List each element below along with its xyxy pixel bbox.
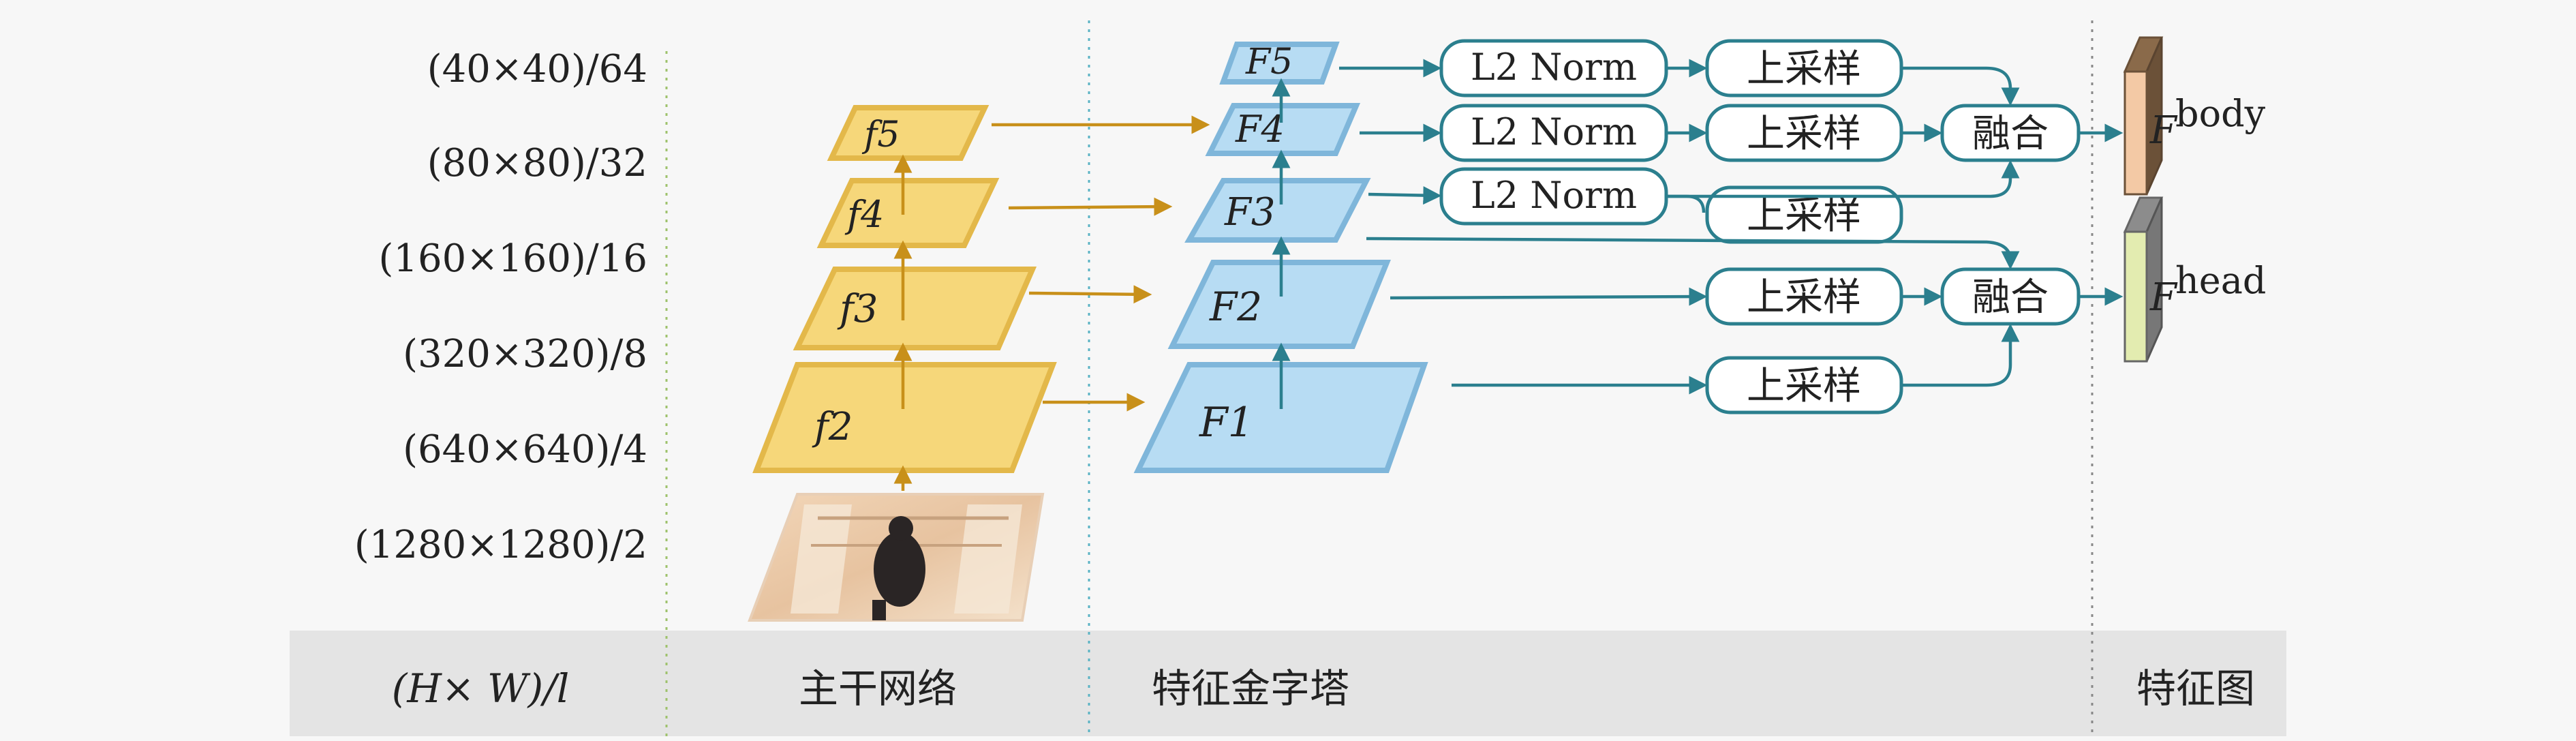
upsample-label-2: 上采样 (1747, 112, 1861, 156)
scale-label-16: (160×160)/16 (378, 237, 647, 281)
upsample-label-5: 上采样 (1747, 364, 1861, 408)
arrow-F3-l2norm (1368, 186, 1442, 205)
backbone-layer-f5 (827, 105, 990, 161)
scale-label-8: (320×320)/8 (403, 332, 647, 376)
arrow-l2norm3-fuse (1666, 160, 2020, 198)
upsample-label-4: 上采样 (1747, 275, 1861, 320)
label-F3: F3 (1224, 190, 1275, 235)
label-f3: f3 (837, 287, 878, 331)
label-F4: F4 (1235, 108, 1285, 151)
output-head-base: F (2149, 275, 2178, 320)
l2norm-label-2: L2 Norm (1471, 110, 1637, 153)
pyramid-layer-F3 (1184, 178, 1371, 243)
fuse-label-body: 融合 (1972, 112, 2049, 156)
footer-axis-label: (H× W)/l (392, 665, 570, 712)
fuse-label-head: 融合 (1972, 275, 2049, 320)
scale-label-32: (80×80)/32 (427, 141, 647, 185)
scale-label-64: (40×40)/64 (427, 47, 647, 91)
arrow-upsample3-fusehead (1366, 237, 2020, 270)
footer-pyramid-label: 特征金字塔 (1152, 665, 1349, 712)
arrow-f4-F3 (1008, 197, 1173, 216)
feature-map-block-body (2123, 36, 2164, 196)
l2norm-label-1: L2 Norm (1471, 46, 1637, 89)
scale-label-2: (1280×1280)/2 (354, 523, 647, 567)
backbone-layer-f2 (752, 362, 1057, 473)
upsample-label-3: 上采样 (1747, 194, 1861, 238)
output-head-sup: head (2175, 259, 2267, 302)
pyramid-layer-F2 (1167, 260, 1391, 349)
upsample-label-1: 上采样 (1747, 47, 1861, 91)
label-f2: f2 (812, 405, 853, 449)
label-f5: f5 (861, 115, 900, 155)
arrow-F3-upsample3 (1666, 194, 1706, 213)
footer-band (290, 631, 2286, 736)
pyramid-layer-F4 (1205, 103, 1361, 156)
feature-map-block-head (2123, 196, 2164, 363)
output-body-base: F (2149, 108, 2178, 153)
footer-backbone-label: 主干网络 (799, 665, 957, 712)
label-F2: F2 (1209, 284, 1262, 330)
l2norm-label-3: L2 Norm (1471, 174, 1637, 217)
label-F5: F5 (1245, 42, 1293, 82)
arrow-upsample1-fusebody (1901, 66, 2020, 106)
input-photo (748, 493, 1045, 622)
arrow-F2-upsample4 (1390, 287, 1708, 306)
backbone-layer-f3 (793, 267, 1037, 350)
pyramid-layer-F5 (1219, 42, 1340, 85)
arrow-upsample5-fusehead (1901, 323, 2020, 387)
backbone-layer-f4 (816, 178, 1000, 248)
output-body-sup: body (2175, 92, 2266, 135)
label-F1: F1 (1199, 399, 1254, 447)
label-f4: f4 (844, 193, 884, 236)
pyramid-layer-F1 (1133, 362, 1428, 473)
scale-label-4: (640×640)/4 (403, 427, 647, 472)
arrow-f3-F2 (1028, 285, 1152, 304)
footer-featuremap-label: 特征图 (2136, 665, 2255, 712)
